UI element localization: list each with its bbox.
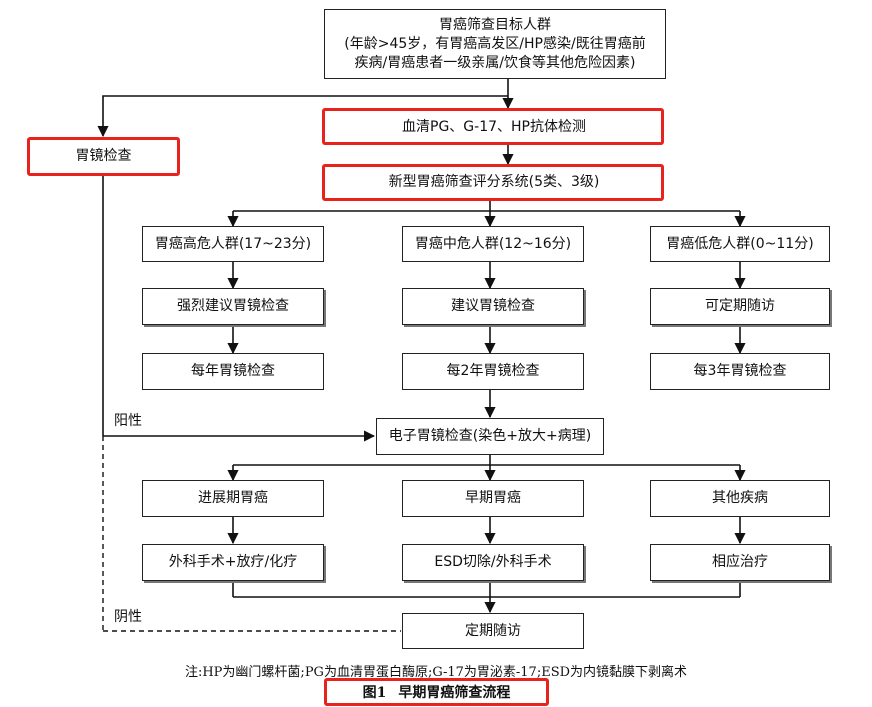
high-risk-box: 胃癌高危人群(17~23分) <box>142 226 324 262</box>
esd-box: ESD切除/外科手术 <box>402 544 584 581</box>
mid-risk-box: 胃癌中危人群(12~16分) <box>402 226 584 262</box>
score-system-label: 新型胃癌筛查评分系统(5类、3级) <box>388 174 600 190</box>
surgery-chemo-box: 外科手术+放疗/化疗 <box>142 544 324 581</box>
suggest-label: 建议胃镜检查 <box>451 298 535 314</box>
strong-suggest-box: 强烈建议胃镜检查 <box>142 288 324 325</box>
figure-title: 早期胃癌筛查流程 <box>398 685 511 701</box>
suggest-box: 建议胃镜检查 <box>402 288 584 325</box>
treatment-label: 相应治疗 <box>712 554 768 570</box>
low-risk-label: 胃癌低危人群(0~11分) <box>666 235 814 252</box>
early-cancer-label: 早期胃癌 <box>465 490 521 506</box>
esd-label: ESD切除/外科手术 <box>434 554 552 570</box>
gastroscopy-left-label: 胃镜检查 <box>75 148 132 164</box>
strong-suggest-label: 强烈建议胃镜检查 <box>177 298 289 314</box>
yearly-exam-label: 每年胃镜检查 <box>191 363 275 379</box>
other-disease-label: 其他疾病 <box>712 490 768 506</box>
target-population-title: 胃癌筛查目标人群 <box>439 16 551 33</box>
serum-test-highlight <box>322 108 664 145</box>
yearly-exam-box: 每年胃镜检查 <box>142 353 324 390</box>
biennial-exam-label: 每2年胃镜检查 <box>446 363 540 379</box>
advanced-cancer-label: 进展期胃癌 <box>198 490 268 506</box>
gastroscopy-left-highlight <box>27 137 180 176</box>
caption-highlight <box>324 678 549 706</box>
electronic-gastroscopy-label: 电子胃镜检查(染色+放大+病理) <box>388 428 592 444</box>
regular-followup-box: 定期随访 <box>402 613 584 649</box>
score-system-highlight <box>322 164 664 201</box>
low-risk-box: 胃癌低危人群(0~11分) <box>650 226 830 262</box>
other-disease-box: 其他疾病 <box>650 480 830 517</box>
positive-label: 阳性 <box>114 413 142 429</box>
serum-test-label: 血清PG、G-17、HP抗体检测 <box>402 119 586 135</box>
periodic-followup-label: 可定期随访 <box>705 298 775 314</box>
figure-number: 图1 <box>362 685 387 701</box>
figure-caption: 图1 早期胃癌筛查流程 <box>324 678 549 706</box>
negative-label: 阴性 <box>114 609 142 625</box>
periodic-followup-box: 可定期随访 <box>650 288 830 325</box>
mid-risk-label: 胃癌中危人群(12~16分) <box>414 235 572 252</box>
electronic-gastroscopy-box: 电子胃镜检查(染色+放大+病理) <box>376 418 604 455</box>
footnote: 注:HP为幽门螺杆菌;PG为血清胃蛋白酶原;G-17为胃泌素-17;ESD为内镜… <box>184 665 688 680</box>
early-cancer-box: 早期胃癌 <box>402 480 584 517</box>
biennial-exam-box: 每2年胃镜检查 <box>402 353 584 390</box>
target-population-criteria-line1: (年龄>45岁，有胃癌高发区/HP感染/既往胃癌前 <box>344 35 646 52</box>
serum-test-box: 血清PG、G-17、HP抗体检测 <box>326 111 662 144</box>
triennial-exam-label: 每3年胃镜检查 <box>693 363 787 379</box>
score-system-box: 新型胃癌筛查评分系统(5类、3级) <box>326 167 662 198</box>
target-population-box: 胃癌筛查目标人群 (年龄>45岁，有胃癌高发区/HP感染/既往胃癌前 疾病/胃癌… <box>324 9 666 79</box>
regular-followup-label: 定期随访 <box>465 622 521 639</box>
treatment-box: 相应治疗 <box>650 544 830 581</box>
advanced-cancer-box: 进展期胃癌 <box>142 480 324 517</box>
target-population-criteria-line2: 疾病/胃癌患者一级亲属/饮食等其他危险因素) <box>354 54 636 71</box>
surgery-chemo-label: 外科手术+放疗/化疗 <box>168 554 298 570</box>
triennial-exam-box: 每3年胃镜检查 <box>650 353 830 390</box>
high-risk-label: 胃癌高危人群(17~23分) <box>154 235 312 252</box>
gastroscopy-left-box: 胃镜检查 <box>30 140 177 173</box>
